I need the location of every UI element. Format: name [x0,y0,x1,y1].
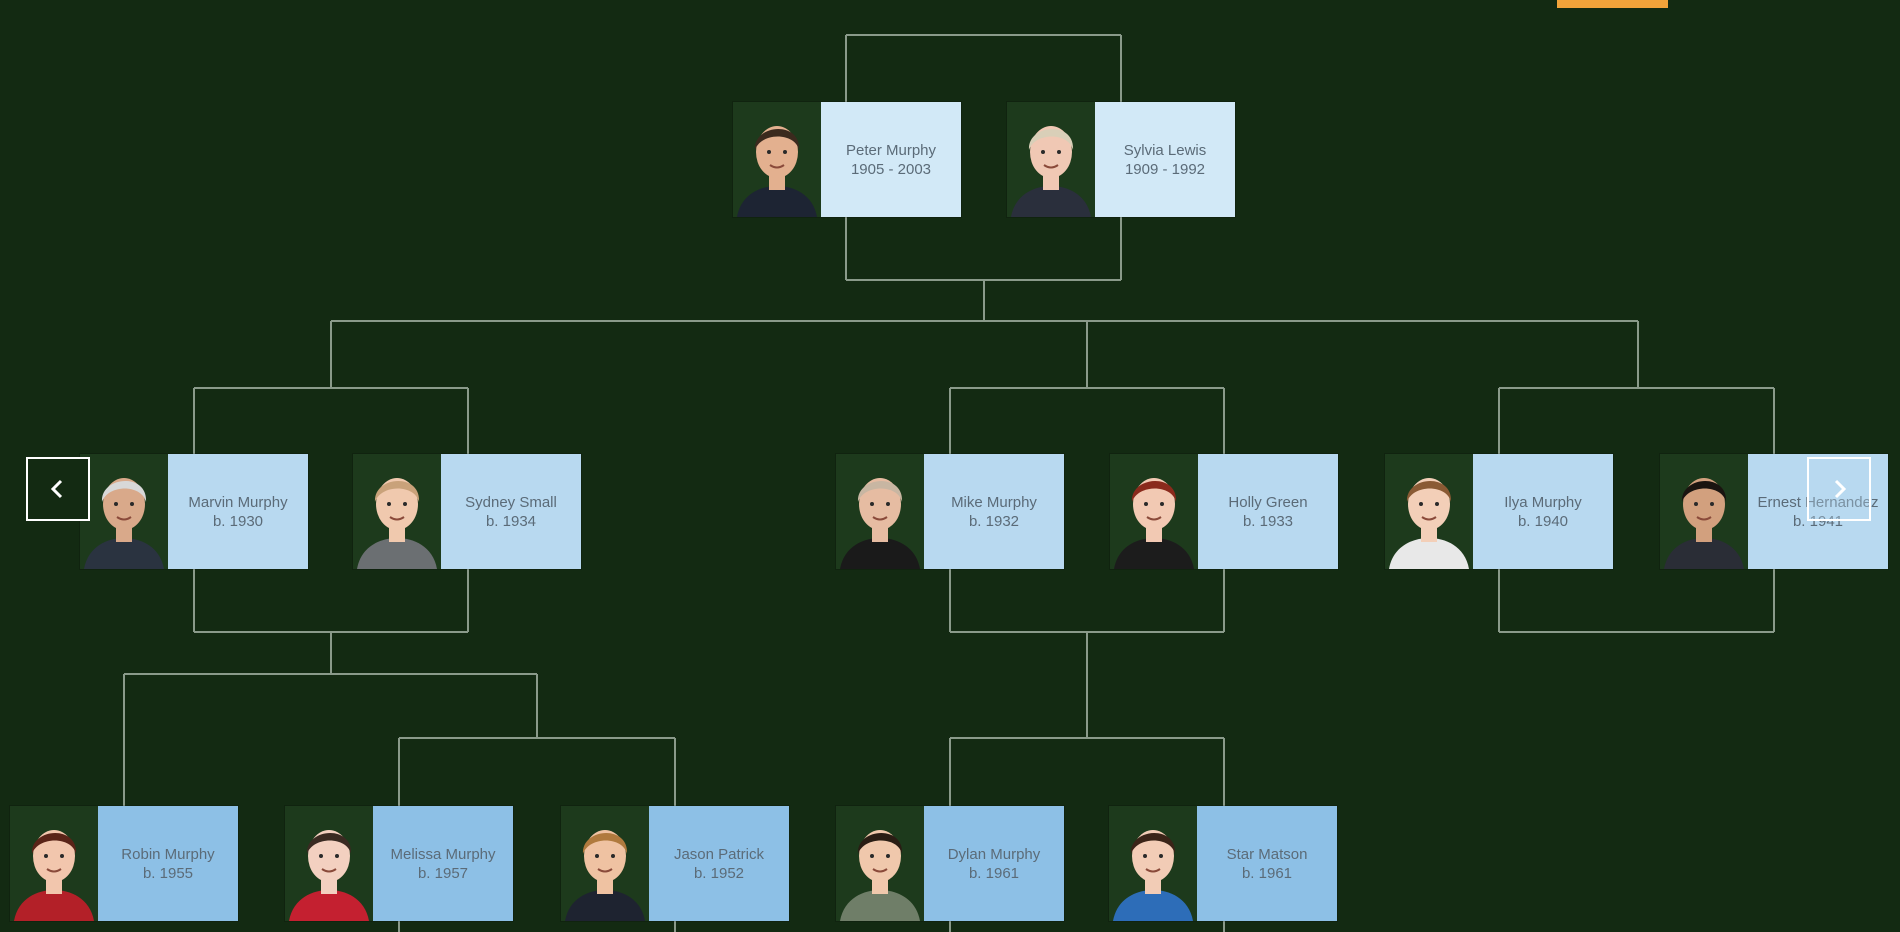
person-photo [10,806,98,921]
chevron-left-icon [50,479,63,499]
person-name: Sydney Small [465,493,557,511]
person-photo [1660,454,1748,569]
person-name: Mike Murphy [951,493,1037,511]
person-photo [733,102,821,217]
person-dates: b. 1934 [485,512,537,530]
person-photo [836,806,924,921]
person-dates: b. 1932 [968,512,1020,530]
top-tab-indicator[interactable] [1557,0,1668,8]
person-photo [1007,102,1095,217]
person-photo [285,806,373,921]
person-dates: b. 1941 [1792,512,1844,530]
person-dates: b. 1940 [1517,512,1569,530]
person-dates: 1909 - 1992 [1124,160,1206,178]
next-button[interactable] [1807,457,1871,521]
person-dates: b. 1957 [417,864,469,882]
person-name: Melissa Murphy [390,845,496,863]
person-name: Peter Murphy [845,141,937,159]
person-name: Ilya Murphy [1504,493,1582,511]
person-photo [353,454,441,569]
person-dates: b. 1930 [212,512,264,530]
chevron-right-icon [1834,479,1847,499]
person-photo [1110,454,1198,569]
person-name: Jason Patrick [673,845,765,863]
person-name: Holly Green [1228,493,1308,511]
person-dates: b. 1952 [693,864,745,882]
person-dates: 1905 - 2003 [850,160,932,178]
person-name: Sylvia Lewis [1123,141,1207,159]
person-name: Marvin Murphy [188,493,288,511]
previous-button[interactable] [26,457,90,521]
person-dates: b. 1961 [968,864,1020,882]
person-photo [80,454,168,569]
person-name: Star Matson [1226,845,1308,863]
person-photo [1109,806,1197,921]
person-dates: b. 1961 [1241,864,1293,882]
person-photo [836,454,924,569]
person-photo [1385,454,1473,569]
person-name: Ernest Hernandez [1757,493,1879,511]
person-name: Dylan Murphy [947,845,1041,863]
person-dates: b. 1933 [1242,512,1294,530]
person-dates: b. 1955 [142,864,194,882]
person-photo [561,806,649,921]
person-name: Robin Murphy [121,845,215,863]
